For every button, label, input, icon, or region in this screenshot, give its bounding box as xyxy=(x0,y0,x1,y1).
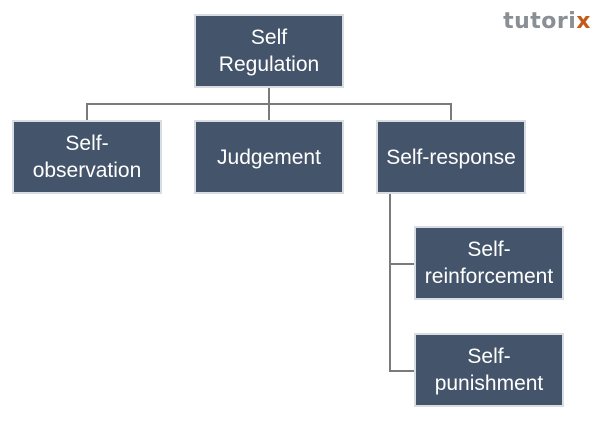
node-self-regulation-line1: Self xyxy=(250,26,288,49)
node-self-regulation: Self Regulation xyxy=(194,14,344,88)
node-judgement: Judgement xyxy=(194,120,344,194)
connector-to-punishment xyxy=(389,370,415,372)
node-self-regulation-line2: Regulation xyxy=(218,53,320,76)
node-self-punishment-line2: punishment xyxy=(434,372,544,395)
connector-root-down xyxy=(268,88,270,104)
connector-to-observation xyxy=(86,103,88,121)
node-self-punishment: Self- punishment xyxy=(414,333,564,407)
connector-to-response xyxy=(450,103,452,121)
connector-to-judgement xyxy=(268,103,270,121)
node-self-observation-line1: Self- xyxy=(65,132,109,155)
node-self-response-label: Self-response xyxy=(386,145,516,169)
node-self-punishment-line1: Self- xyxy=(467,345,511,368)
node-self-response: Self-response xyxy=(376,120,526,194)
node-self-reinforcement: Self- reinforcement xyxy=(414,226,564,300)
logo-accent-x: x xyxy=(576,9,591,34)
tutorix-logo: tutorix xyxy=(503,9,591,34)
logo-text: tutori xyxy=(503,9,577,34)
connector-to-reinforcement xyxy=(389,263,415,265)
node-judgement-label: Judgement xyxy=(217,145,321,169)
node-self-observation-line2: observation xyxy=(32,159,142,182)
node-self-reinforcement-line1: Self- xyxy=(467,238,511,261)
node-self-observation: Self- observation xyxy=(12,120,162,194)
connector-response-trunk xyxy=(389,194,391,372)
node-self-reinforcement-line2: reinforcement xyxy=(424,265,554,288)
